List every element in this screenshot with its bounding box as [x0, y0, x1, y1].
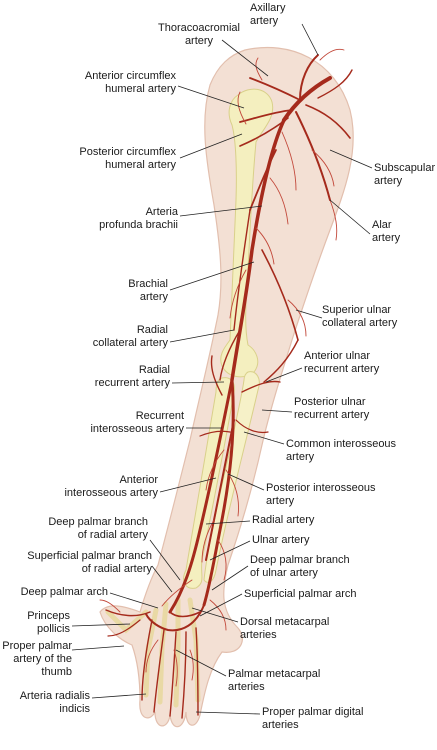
label-posterior-circumflex-humeral-artery: Posterior circumflex humeral artery: [79, 146, 176, 171]
common-interosseous: [205, 419, 235, 561]
label-proper-palmar-digital-arteries: Proper palmar digital arteries: [262, 706, 364, 731]
label-ulnar-artery: Ulnar artery: [252, 534, 310, 546]
label-superficial-palmar-branch-of-radial-artery: Superficial palmar branch of radial arte…: [27, 550, 152, 575]
radial-artery-trunk: [168, 378, 234, 614]
label-radial-artery: Radial artery: [252, 514, 315, 526]
label-proper-palmar-artery-of-the-thumb: Proper palmar artery of the thumb: [2, 640, 72, 678]
label-superior-ulnar-collateral-artery: Superior ulnar collateral artery: [322, 304, 398, 329]
brachial-artery: [230, 118, 286, 382]
label-posterior-ulnar-recurrent-artery: Posterior ulnar recurrent artery: [294, 396, 370, 421]
label-arteria-radialis-indicis: Arteria radialis indicis: [19, 690, 90, 715]
label-deep-palmar-arch: Deep palmar arch: [20, 586, 108, 598]
label-subscapular-artery: Subscapular artery: [374, 162, 436, 187]
ulna-bone: [203, 371, 260, 583]
label-deep-palmar-branch-of-ulnar-artery: Deep palmar branch of ulnar artery: [250, 554, 350, 579]
label-recurrent-interosseous-artery: Recurrent interosseous artery: [90, 410, 184, 435]
arterial-tree: [105, 54, 353, 719]
label-posterior-interosseous-artery: Posterior interosseous artery: [266, 482, 376, 507]
label-radial-collateral-artery: Radial collateral artery: [92, 324, 168, 349]
label-thoracoacromial-artery: Thoracoacromial artery: [158, 22, 240, 47]
label-brachial-artery: Brachial artery: [128, 278, 168, 303]
leader-lines: [71, 23, 373, 715]
label-dorsal-metacarpal-arteries: Dorsal metacarpal arteries: [240, 616, 330, 641]
label-princeps-pollicis: Princeps pollicis: [27, 610, 70, 635]
label-common-interosseous-artery: Common interosseous artery: [286, 438, 397, 463]
label-alar-artery: Alar artery: [372, 219, 401, 244]
axillary-artery: [282, 76, 332, 122]
label-anterior-ulnar-recurrent-artery: Anterior ulnar recurrent artery: [304, 350, 380, 375]
fine-branches: [99, 48, 345, 687]
label-deep-palmar-branch-of-radial-artery: Deep palmar branch of radial artery: [48, 516, 148, 541]
label-superficial-palmar-arch: Superficial palmar arch: [244, 588, 357, 600]
label-axillary-artery: Axillary artery: [250, 2, 286, 27]
label-radial-recurrent-artery: Radial recurrent artery: [94, 364, 170, 389]
label-anterior-interosseous-artery: Anterior interosseous artery: [64, 474, 158, 499]
superficial-palmar-arch: [145, 604, 205, 632]
ulnar-artery-trunk: [202, 378, 235, 607]
label-arteria-profunda-brachii: Arteria profunda brachii: [99, 206, 178, 231]
label-palmar-metacarpal-arteries: Palmar metacarpal arteries: [228, 668, 321, 693]
label-anterior-circumflex-humeral-artery: Anterior circumflex humeral artery: [84, 70, 176, 95]
deep-palmar-arch: [169, 611, 201, 618]
